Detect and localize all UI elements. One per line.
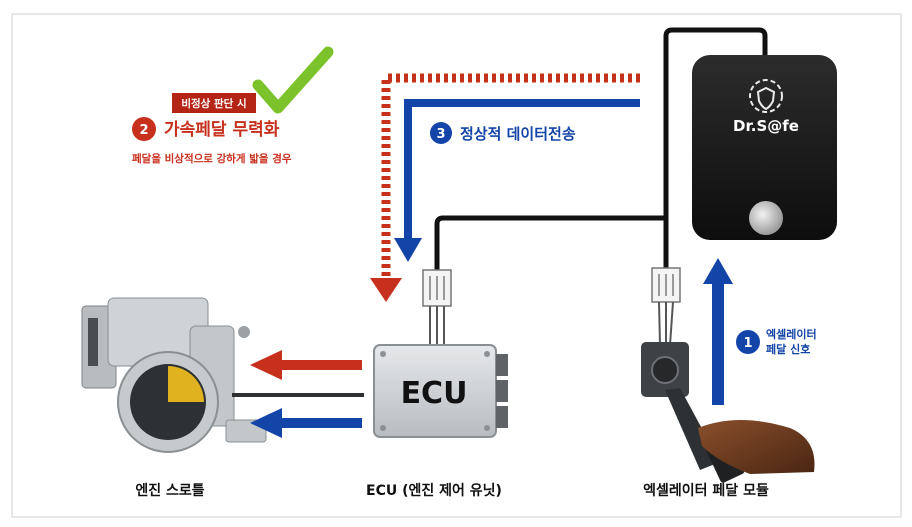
throttle-caption: 엔진 스로틀 [135,482,204,499]
outer-border [11,13,902,518]
ecu-to-throttle-blue-shaft [280,418,362,428]
pedal-caption: 엑셀레이터 페달 모듈 [643,482,769,499]
ecu-box-label: ECU [401,376,468,411]
red-dotted-arrowhead [370,278,402,302]
step2-number-badge [132,117,156,141]
ecu-to-throttle-blue-arrowhead [250,408,282,438]
step3-title: 정상적 데이터전송 [460,125,576,143]
step1-number-badge [736,330,760,354]
ecu-to-throttle-arrow-shaft [280,360,362,370]
checkmark-icon [252,46,334,114]
blue-data-path [404,99,640,240]
drsafe-device: Dr.S@fe [692,55,837,240]
cable-device-to-pedal [663,27,768,270]
engine-throttle-image [81,297,267,453]
device-brand-label: Dr.S@fe [733,117,799,135]
ecu-connector [422,269,452,345]
step2-title: 가속페달 무력화 [164,119,280,140]
pedal-connector [651,267,681,346]
step1-line2: 페달 신호 [766,342,810,356]
shield-icon [756,86,776,111]
cable-to-ecu [434,215,666,272]
pedal-signal-arrowhead [703,258,733,284]
device-button [749,201,783,235]
abnormal-badge-label: 비정상 판단 시 [181,97,246,110]
red-dotted-path [381,73,640,280]
step2-number: 2 [139,123,148,138]
step1-line1: 엑셀레이터 [766,327,817,341]
shoe-image [698,420,815,474]
ecu-to-throttle-arrowhead [250,350,282,380]
ecu-unit [373,344,508,438]
abnormal-badge [172,93,256,113]
pedal-signal-arrow-shaft [712,280,724,405]
step3-number: 3 [436,127,445,142]
step1-number: 1 [743,336,752,351]
throttle-ecu-link-line [232,393,364,397]
ecu-caption: ECU (엔진 제어 유닛) [366,482,502,499]
shield-logo-icon [749,79,783,113]
step3-number-badge [430,122,452,144]
blue-data-arrowhead [394,238,422,262]
step2-subtitle: 페달을 비상적으로 강하게 밟을 경우 [132,152,292,165]
